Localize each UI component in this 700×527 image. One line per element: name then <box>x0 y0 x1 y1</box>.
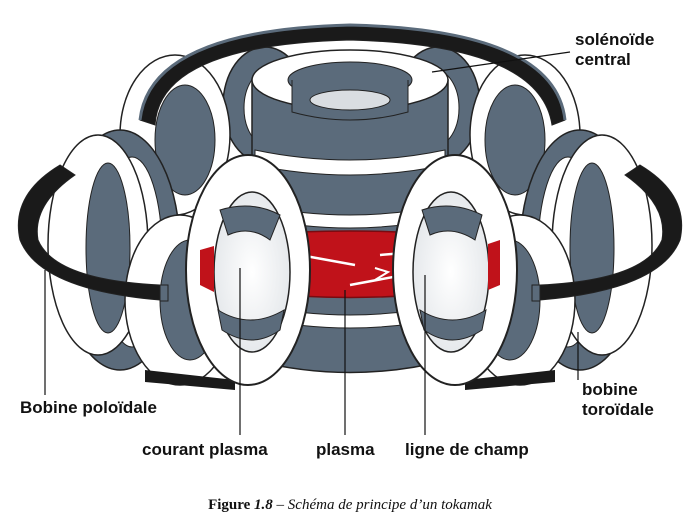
label-plasma: plasma <box>316 440 375 459</box>
label-central-solenoid: solénoïde central <box>575 30 655 69</box>
label-poloidal-coil: Bobine poloïdale <box>20 398 157 417</box>
caption-text: Schéma de principe d’un tokamak <box>287 497 492 513</box>
label-toroidal-coil: bobine toroïdale <box>582 380 654 419</box>
toroidal-coils-front <box>185 154 518 386</box>
poloidal-coils <box>17 23 683 390</box>
caption-figure-number: 1.8 <box>254 497 273 513</box>
toroidal-coils-right <box>464 129 653 386</box>
caption-separator: – <box>276 497 285 513</box>
figure-caption: Figure 1.8 – Schéma de principe d’un tok… <box>0 497 700 514</box>
caption-figure-word: Figure <box>208 497 251 513</box>
tokamak-diagram <box>17 23 683 435</box>
label-field-line: ligne de champ <box>405 440 529 459</box>
label-plasma-current: courant plasma <box>142 440 268 459</box>
leader-lines <box>44 51 579 435</box>
